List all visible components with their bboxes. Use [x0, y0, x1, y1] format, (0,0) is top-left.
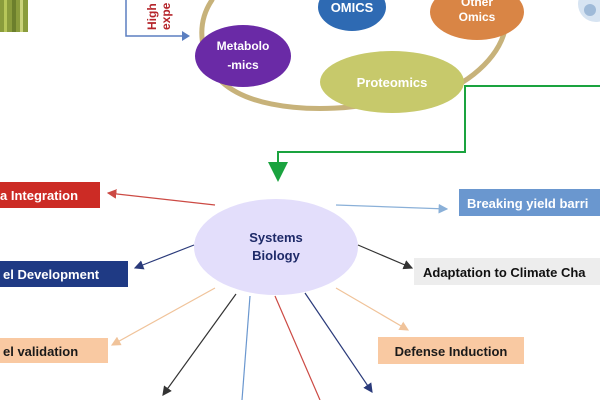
omics-node: OMICS: [318, 0, 386, 31]
arrow-to-model-development: [133, 244, 195, 270]
model-validation-box: el validation: [0, 338, 108, 363]
image-thumbnail-right: [578, 0, 600, 22]
image-thumbnail-left: [0, 0, 28, 32]
proteomics-label: Proteomics: [357, 75, 428, 90]
arrow-to-model-validation: [110, 287, 216, 346]
adaptation-label: Adaptation to Climate Cha: [423, 265, 586, 280]
arrow-down-4: [304, 292, 373, 393]
arrow-down-1: [162, 293, 237, 396]
model-development-box: el Development: [0, 261, 128, 287]
omics-label: OMICS: [331, 0, 374, 15]
metabolomics-node: Metabolo -mics: [195, 25, 291, 87]
breaking-yield-box: Breaking yield barri: [459, 189, 600, 216]
defense-induction-box: Defense Induction: [378, 337, 524, 364]
other-omics-node: Other Omics: [430, 0, 524, 40]
metabolomics-label-line1: Metabolo: [217, 39, 270, 53]
data-integration-box: a Integration: [0, 182, 100, 208]
vertical-text-line2: expe: [159, 2, 173, 30]
data-integration-label: a Integration: [0, 188, 78, 203]
green-connector-arrow: [268, 85, 600, 182]
vertical-text-line1: High: [145, 3, 159, 30]
arrow-to-defense: [335, 287, 410, 331]
arrow-down-2: [241, 295, 251, 400]
proteomics-node: Proteomics: [320, 51, 464, 113]
arrow-down-3: [274, 295, 321, 400]
systems-biology-label-line2: Biology: [252, 248, 300, 263]
adaptation-box: Adaptation to Climate Cha: [414, 258, 600, 285]
other-omics-label-line2: Omics: [459, 10, 496, 24]
other-omics-label-line1: Other: [461, 0, 493, 9]
model-validation-label: el validation: [3, 344, 78, 359]
arrow-to-breaking-yield: [335, 203, 449, 214]
breaking-yield-label: Breaking yield barri: [467, 196, 588, 211]
systems-biology-node: Systems Biology: [194, 199, 358, 295]
high-throughput-label: High expe: [125, 0, 190, 41]
arrow-to-adaptation: [357, 244, 414, 270]
model-development-label: el Development: [3, 267, 100, 282]
metabolomics-label-line2: -mics: [227, 58, 259, 72]
arrow-to-data-integration: [106, 189, 216, 206]
defense-induction-label: Defense Induction: [395, 344, 508, 359]
systems-biology-label-line1: Systems: [249, 230, 302, 245]
